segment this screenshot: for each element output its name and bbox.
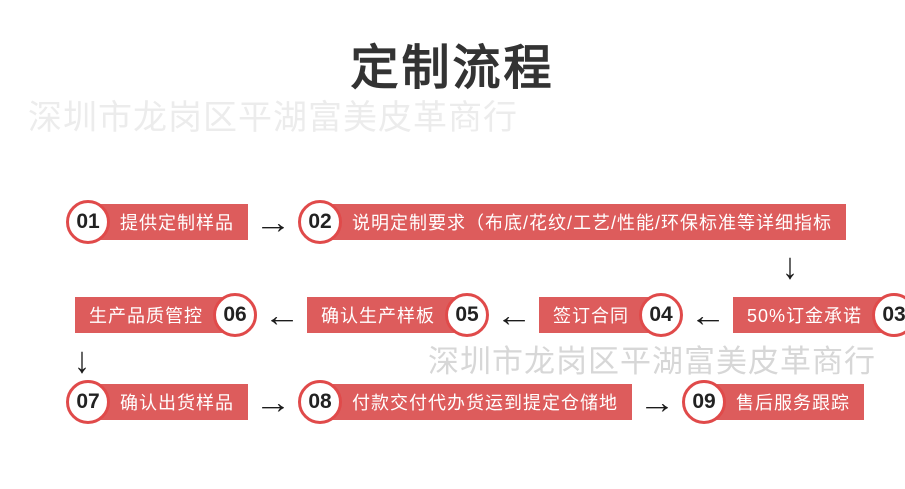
- flow-row-2: 生产品质管控 06 ← 确认生产样板 05 ← 签订合同 04 ← 50%订金承…: [75, 293, 905, 337]
- step-09-label: 售后服务跟踪: [700, 384, 864, 420]
- page-title: 定制流程: [350, 42, 555, 95]
- step-06-label: 生产品质管控: [75, 297, 239, 333]
- step-01-number-badge: 01: [66, 200, 110, 244]
- step-02-number-badge: 02: [298, 200, 342, 244]
- arrow-down-icon: ↓: [74, 339, 90, 381]
- arrow-left-icon: ←: [263, 297, 301, 333]
- step-05-label: 确认生产样板: [307, 297, 471, 333]
- arrow-right-icon: →: [254, 384, 292, 420]
- flow-row-1: 01 提供定制样品 → 02 说明定制要求（布底/花纹/工艺/性能/环保标准等详…: [66, 200, 847, 244]
- arrow-left-icon: ←: [689, 297, 727, 333]
- step-04: 签订合同 04: [539, 293, 683, 337]
- step-08-label: 付款交付代办货运到提定仓储地: [316, 384, 632, 420]
- step-09: 09 售后服务跟踪: [682, 380, 864, 424]
- step-05: 确认生产样板 05: [307, 293, 489, 337]
- arrow-down-icon: ↓: [782, 245, 798, 287]
- step-08: 08 付款交付代办货运到提定仓储地: [298, 380, 632, 424]
- step-03-label: 50%订金承诺: [733, 297, 899, 333]
- step-04-number-badge: 04: [639, 293, 683, 337]
- step-03-number-badge: 03: [872, 293, 905, 337]
- step-06-number-badge: 06: [213, 293, 257, 337]
- step-01-label: 提供定制样品: [84, 204, 248, 240]
- step-06: 生产品质管控 06: [75, 293, 257, 337]
- step-07: 07 确认出货样品: [66, 380, 248, 424]
- step-07-number-badge: 07: [66, 380, 110, 424]
- step-09-number-badge: 09: [682, 380, 726, 424]
- step-02-label: 说明定制要求（布底/花纹/工艺/性能/环保标准等详细指标: [316, 204, 847, 240]
- flow-row-3: 07 确认出货样品 → 08 付款交付代办货运到提定仓储地 → 09 售后服务跟…: [66, 380, 864, 424]
- step-02: 02 说明定制要求（布底/花纹/工艺/性能/环保标准等详细指标: [298, 200, 847, 244]
- step-07-label: 确认出货样品: [84, 384, 248, 420]
- arrow-left-icon: ←: [495, 297, 533, 333]
- step-08-number-badge: 08: [298, 380, 342, 424]
- arrow-right-icon: →: [638, 384, 676, 420]
- step-05-number-badge: 05: [445, 293, 489, 337]
- step-01: 01 提供定制样品: [66, 200, 248, 244]
- watermark-text-middle: 深圳市龙岗区平湖富美皮革商行: [428, 344, 876, 379]
- step-03: 50%订金承诺 03: [733, 293, 905, 337]
- arrow-right-icon: →: [254, 204, 292, 240]
